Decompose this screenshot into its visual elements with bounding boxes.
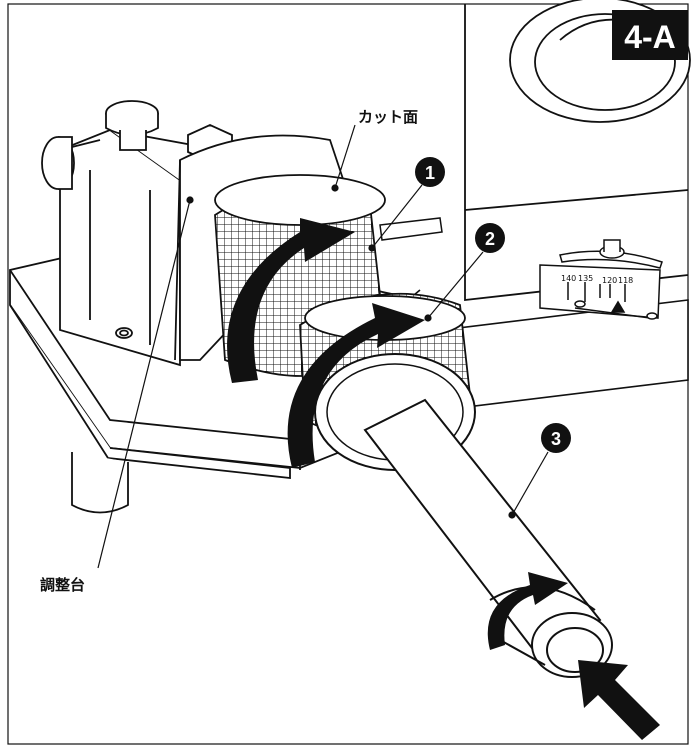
scale-tick: 140 xyxy=(561,274,576,283)
figure-id: 4-A xyxy=(624,19,676,55)
curved-arrow-icon xyxy=(227,218,355,383)
curved-arrow-icon xyxy=(287,303,425,468)
numbered-circle-icon: 1 xyxy=(415,157,445,187)
figure-badge: 4-A xyxy=(612,10,688,60)
scale-tick: 135 xyxy=(578,274,593,283)
cut-surface-label: カット面 xyxy=(358,108,418,126)
numbered-circle-icon: 2 xyxy=(475,223,505,253)
angle-scale xyxy=(539,239,663,320)
leader-lines xyxy=(97,124,549,569)
scale-tick: 118 xyxy=(618,276,633,285)
callout-number: 2 xyxy=(485,229,495,249)
callout-number: 1 xyxy=(425,163,435,183)
adjust-base-label: 調整台 xyxy=(40,576,85,594)
push-arrow-icon xyxy=(578,660,660,740)
numbered-circle-icon: 3 xyxy=(541,423,571,453)
curved-arrow-icon xyxy=(487,572,568,650)
callout-number: 3 xyxy=(551,429,561,449)
scale-tick: 120 xyxy=(602,276,617,285)
